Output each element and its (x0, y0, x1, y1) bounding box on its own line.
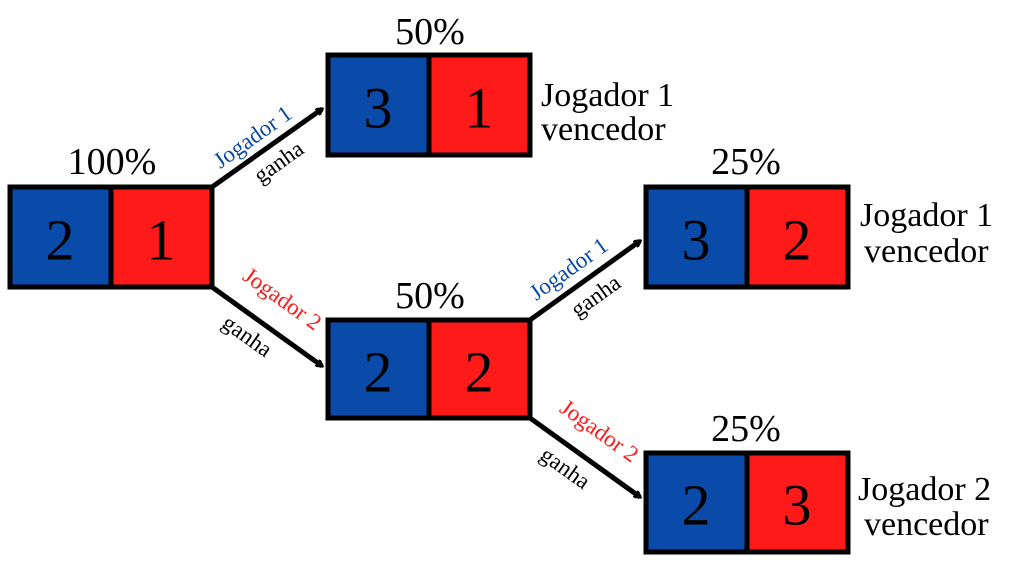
node-percent: 100% (68, 141, 157, 183)
player1-score: 3 (682, 208, 711, 273)
player2-cell (744, 450, 851, 555)
player2-cell (108, 184, 215, 290)
player2-score: 2 (465, 340, 494, 405)
player1-cell (643, 184, 750, 290)
node-percent: 50% (395, 11, 465, 53)
node-percent: 50% (395, 275, 465, 317)
player1-cell (325, 52, 432, 158)
edge-action-label: ganha (218, 310, 277, 362)
player1-score: 3 (364, 76, 393, 141)
player2-cell (744, 184, 851, 290)
edge-root-top: Jogador 1 ganha (209, 101, 322, 190)
node-right-bottom: 25% 2 3 Jogador 2 vencedor (643, 408, 991, 555)
player2-score: 3 (783, 473, 812, 538)
edge-action-label: ganha (536, 442, 595, 494)
player2-score: 2 (783, 208, 812, 273)
arrow-icon (528, 238, 640, 323)
node-percent: 25% (711, 141, 781, 183)
edge-root-middle: Jogador 2 ganha (210, 263, 326, 369)
result-line2: vencedor (541, 111, 666, 148)
node-right-top: 25% 3 2 Jogador 1 vencedor (643, 141, 993, 290)
player1-score: 2 (364, 340, 393, 405)
player2-cell (426, 52, 533, 158)
node-top: 50% 3 1 Jogador 1 vencedor (325, 11, 674, 158)
node-percent: 25% (711, 408, 781, 450)
player2-cell (426, 317, 533, 421)
node-root: 100% 2 1 (7, 141, 215, 290)
player1-cell (7, 184, 114, 290)
result-line1: Jogador 1 (860, 197, 993, 234)
result-line1: Jogador 1 (541, 77, 674, 114)
player1-score: 2 (46, 208, 75, 273)
player2-score: 1 (147, 208, 176, 273)
result-line1: Jogador 2 (858, 471, 991, 508)
node-middle: 50% 2 2 (325, 275, 533, 421)
arrow-icon (528, 415, 640, 500)
player2-score: 1 (465, 76, 494, 141)
result-line2: vencedor (864, 506, 989, 543)
arrow-icon (210, 284, 322, 369)
result-line2: vencedor (864, 233, 989, 270)
edge-middle-righttop: Jogador 1 ganha (525, 233, 640, 323)
edge-middle-rightbottom: Jogador 2 ganha (528, 395, 643, 500)
player1-score: 2 (682, 473, 711, 538)
arrow-icon (210, 106, 322, 190)
